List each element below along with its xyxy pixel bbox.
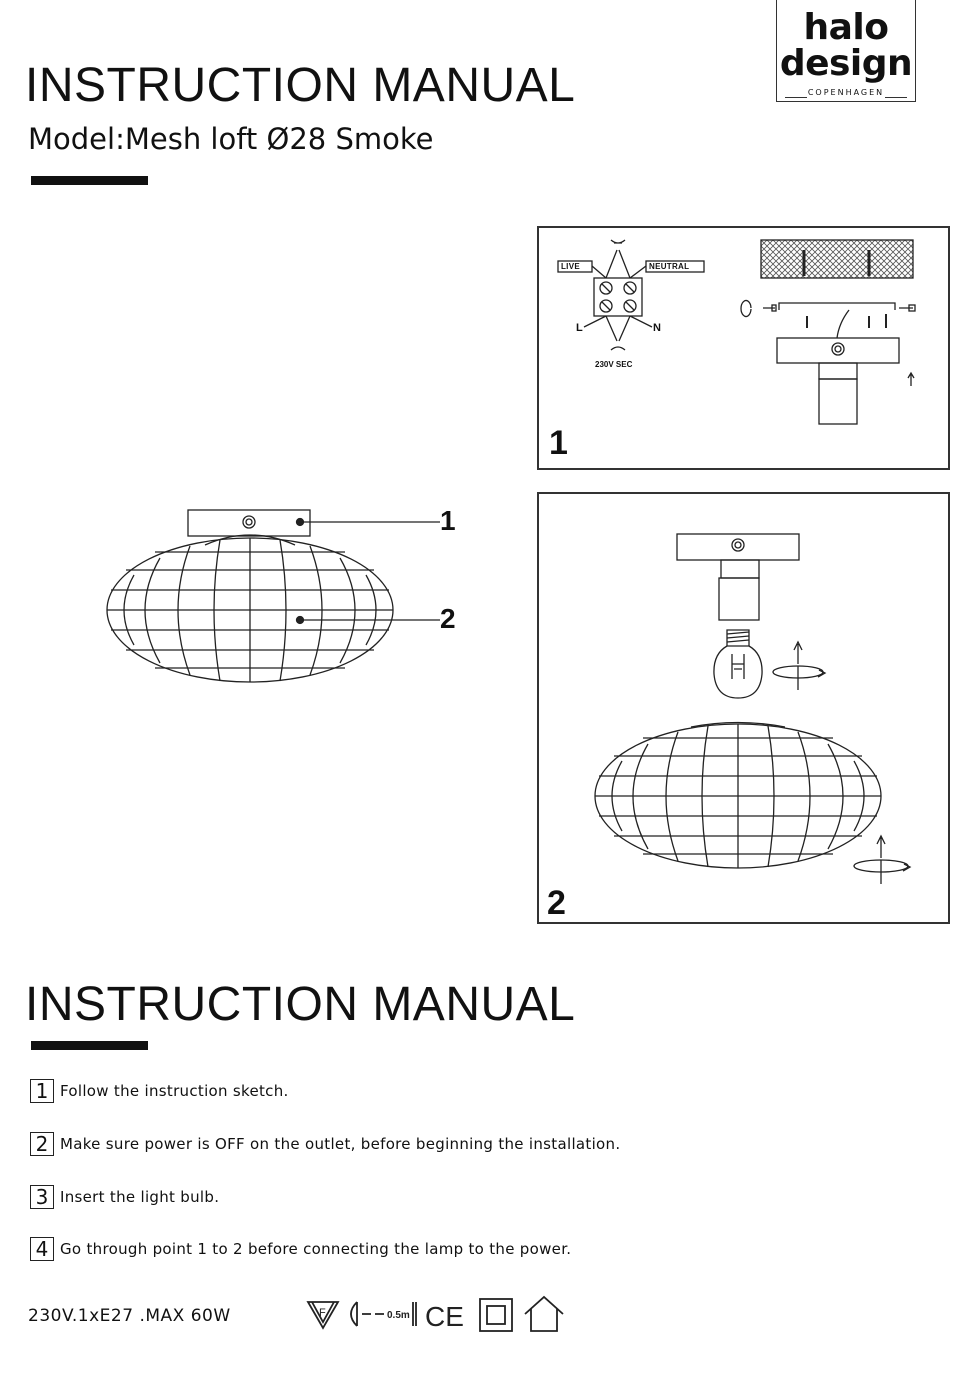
ceiling-surface [760,239,914,279]
logo-rule-right [885,97,907,98]
neutral-label: NEUTRAL [649,262,690,271]
n-terminal-label: N [653,322,661,334]
logo-word-copenhagen: COPENHAGEN [807,88,885,97]
canopy-plate [187,509,311,537]
lamp-overview-drawing [106,509,440,683]
terminal-block [593,277,643,317]
rotate-arrow-icon [772,640,827,690]
f-triangle-icon [306,1301,340,1330]
certification-symbols: F 0.5m CE [306,1295,564,1332]
section-title: INSTRUCTION MANUAL [25,978,576,1031]
indoor-house-icon [524,1295,564,1332]
screwdriver-turn-icon [740,299,752,318]
socket-collar [720,559,760,579]
live-label: LIVE [561,262,580,271]
rotate-arrow-icon-2 [853,834,912,884]
canopy-screw [242,515,256,529]
step-text: Make sure power is OFF on the outlet, be… [60,1135,621,1153]
section-underline [31,1041,148,1050]
up-arrow-icon [907,371,915,386]
canopy-plate [776,337,900,364]
title-underline [31,176,148,185]
class-ii-icon [479,1298,513,1332]
lamp-socket [718,577,760,621]
instruction-panel-1: LIVE NEUTRAL L N 230V SEC 1 [537,226,950,470]
model-name: Model:Mesh loft Ø28 Smoke [28,122,434,156]
panel-number-2: 2 [547,884,566,922]
step-number: 2 [30,1132,54,1156]
logo-word-halo: halo [803,7,890,48]
step-number: 1 [30,1079,54,1103]
light-bulb-icon [713,629,763,699]
f-mark-text: F [319,1307,326,1319]
brand-logo: halo design COPENHAGEN [776,0,916,102]
step-text: Insert the light bulb. [60,1188,220,1206]
wiring-diagram [557,239,916,425]
logo-rule-left [785,97,807,98]
step-number: 3 [30,1185,54,1209]
panel-number-1: 1 [549,424,568,462]
distance-lamp-icon [350,1301,417,1327]
supply-label: 230V SEC [595,360,633,369]
step-text: Go through point 1 to 2 before connectin… [60,1240,572,1258]
instruction-panel-2: 2 [537,492,950,924]
page-title: INSTRUCTION MANUAL [25,59,576,112]
socket-collar [818,362,858,380]
canopy-plate [676,533,800,561]
callout-number-1: 1 [440,505,456,536]
step-number: 4 [30,1237,54,1261]
step-text: Follow the instruction sketch. [60,1082,289,1100]
distance-text: 0.5m [387,1310,410,1321]
bulb-installation-drawing [594,533,912,884]
lamp-socket [818,378,858,425]
ce-mark-icon: CE [425,1301,464,1332]
callout-number-2: 2 [440,603,456,634]
electrical-spec: 230V.1xE27 .MAX 60W [28,1306,231,1326]
logo-word-design: design [779,43,913,84]
l-terminal-label: L [576,322,583,334]
